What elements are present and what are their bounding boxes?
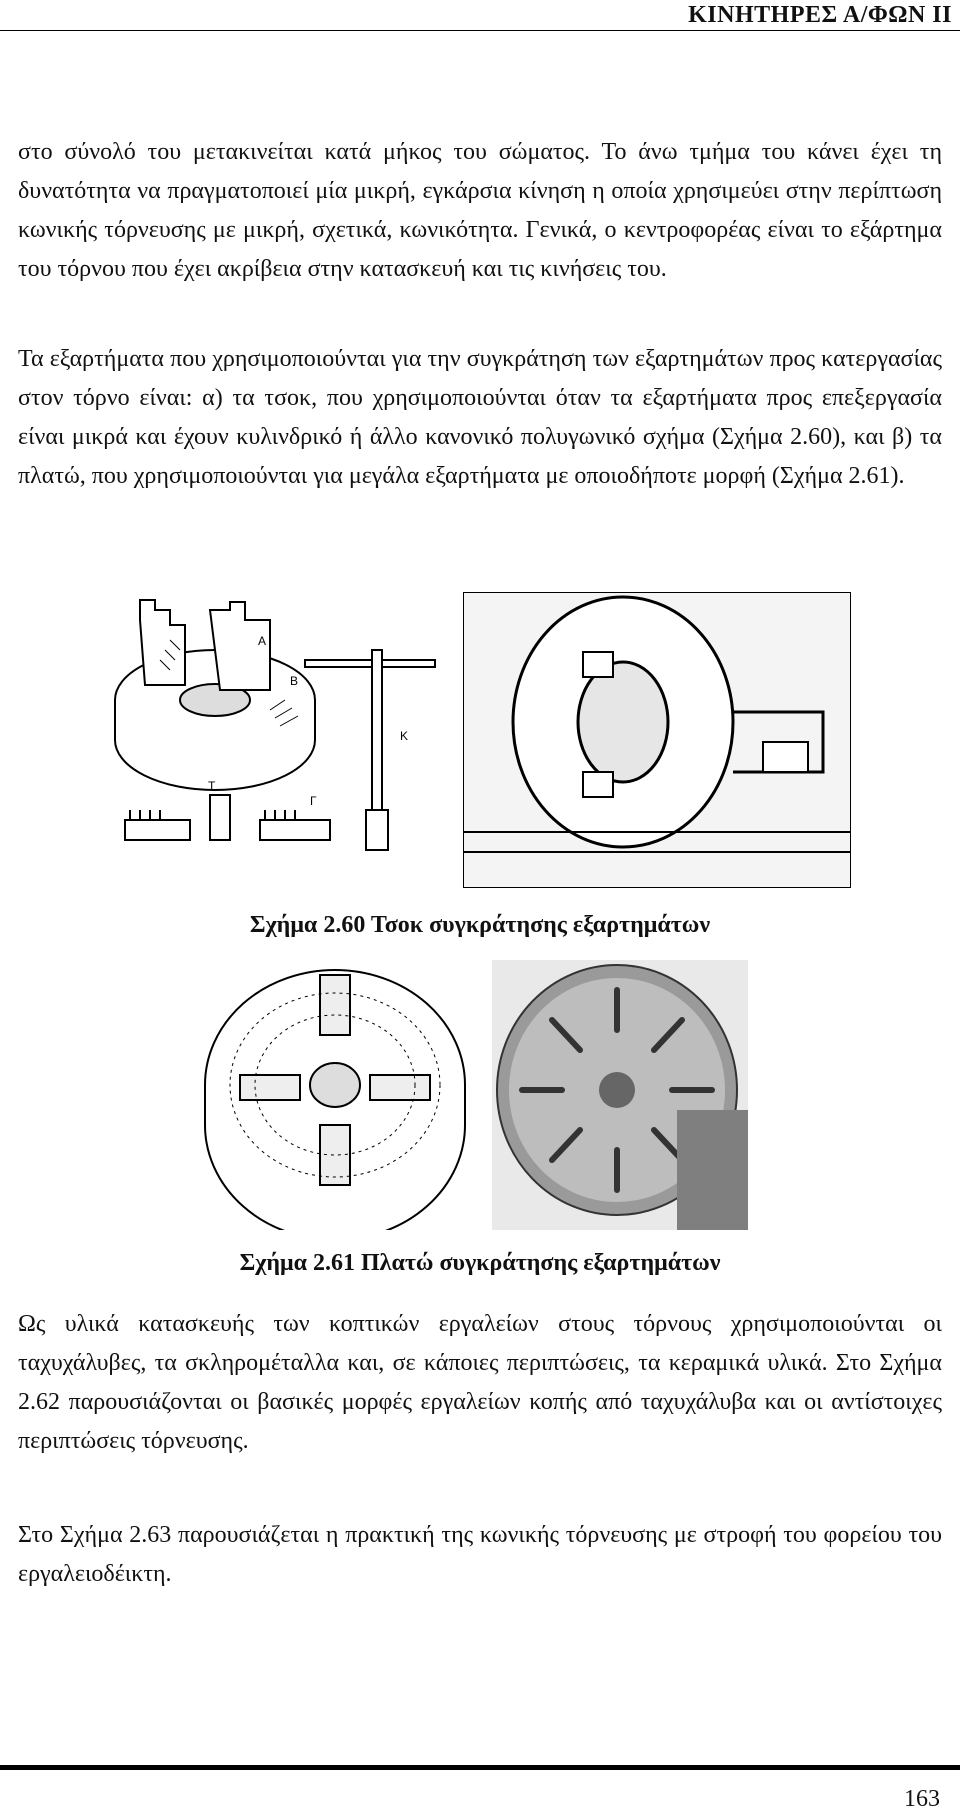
- page-number: 163: [904, 1786, 940, 1812]
- page-header: ΚΙΝΗΤΗΡΕΣ Α/ΦΩΝ ΙΙ: [0, 0, 960, 34]
- paragraph-3: Ως υλικά κατασκευής των κοπτικών εργαλεί…: [18, 1311, 942, 1454]
- paragraph-1: στο σύνολό του μετακινείται κατά μήκος τ…: [18, 139, 942, 282]
- paragraph-2: Τα εξαρτήματα που χρησιμοποιούνται για τ…: [18, 346, 942, 489]
- header-title: ΚΙΝΗΤΗΡΕΣ Α/ΦΩΝ ΙΙ: [688, 2, 952, 28]
- figure-label-a: A: [258, 634, 266, 648]
- figure-label-g: Г: [310, 794, 317, 808]
- three-jaw-chuck-illustration: A B K T Г: [114, 599, 436, 851]
- header-rule: [0, 30, 960, 31]
- figure-caption-2-60: Σχήμα 2.60 Τσοκ συγκράτησης εξαρτημάτων: [249, 912, 711, 938]
- figure-caption-2-61: Σχήμα 2.61 Πλατώ συγκράτησης εξαρτημάτων: [239, 1250, 721, 1276]
- four-jaw-faceplate-illustration: [204, 969, 466, 1230]
- figure-label-k: K: [400, 729, 408, 743]
- figure-label-b: B: [290, 674, 298, 688]
- paragraph-4: Στο Σχήμα 2.63 παρουσιάζεται η πρακτική …: [18, 1522, 942, 1587]
- footer-rule: [0, 1765, 960, 1770]
- faceplate-setup-illustration: [463, 592, 851, 888]
- figure-label-t: T: [208, 779, 216, 793]
- slotted-faceplate-illustration: [492, 960, 748, 1230]
